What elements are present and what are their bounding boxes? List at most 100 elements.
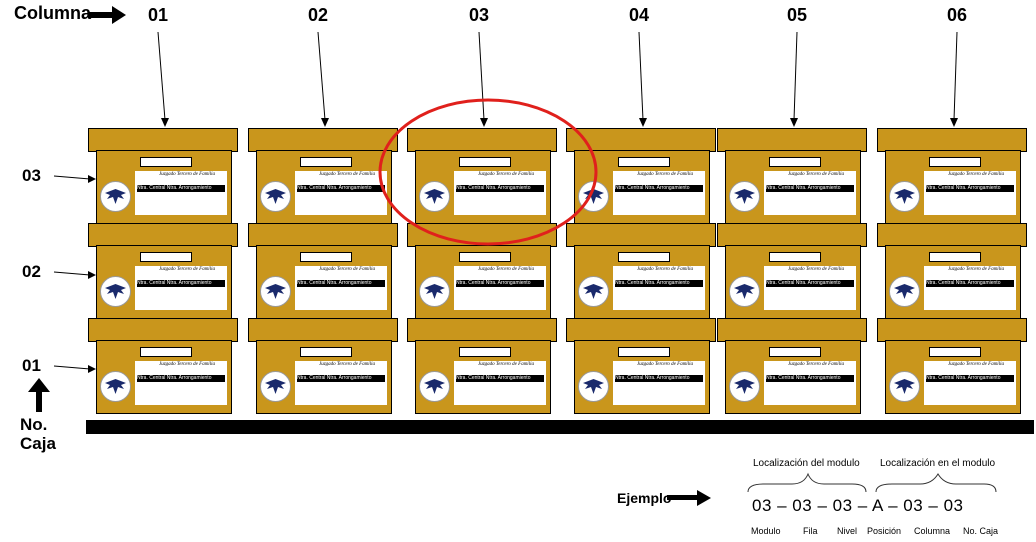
emblem-icon	[100, 181, 131, 212]
handle-slot	[769, 157, 821, 167]
code-part-label: Fila	[803, 526, 818, 536]
handle-slot	[300, 347, 352, 357]
box-lid	[407, 318, 557, 342]
handle-slot	[929, 347, 981, 357]
box-lid	[248, 223, 398, 247]
box-label-bar: Ntra. Central Ntra. Arrongamiento	[926, 185, 1014, 192]
column-arrowhead-05	[790, 118, 798, 127]
box-label-title: Juzgado Tercero de Familia	[478, 362, 534, 367]
column-arrowhead-02	[321, 118, 329, 127]
box-label-title: Juzgado Tercero de Familia	[159, 362, 215, 367]
column-pointer-01	[158, 32, 165, 120]
box-label-panel: Juzgado Tercero de FamiliaNtra. Central …	[135, 171, 227, 215]
box-lid	[566, 223, 716, 247]
group-module-label: Localización del modulo	[753, 458, 860, 469]
box-label-bar: Ntra. Central Ntra. Arrongamiento	[615, 375, 703, 382]
emblem-icon	[729, 181, 760, 212]
archive-box: Juzgado Tercero de FamiliaNtra. Central …	[877, 318, 1027, 416]
emblem-icon	[889, 371, 920, 402]
handle-slot	[618, 347, 670, 357]
ejemplo-label: Ejemplo	[617, 490, 671, 506]
emblem-icon	[578, 276, 609, 307]
box-lid	[88, 223, 238, 247]
box-label-bar: Ntra. Central Ntra. Arrongamiento	[615, 280, 703, 287]
archive-box: Juzgado Tercero de FamiliaNtra. Central …	[88, 223, 238, 321]
box-label-bar: Ntra. Central Ntra. Arrongamiento	[456, 375, 544, 382]
emblem-icon	[260, 371, 291, 402]
ejemplo-arrow-icon	[667, 490, 713, 506]
code-part-label: Columna	[914, 526, 950, 536]
box-label-panel: Juzgado Tercero de FamiliaNtra. Central …	[295, 171, 387, 215]
code-part-label: Posición	[867, 526, 901, 536]
level-pointer-03	[54, 176, 90, 179]
box-label-title: Juzgado Tercero de Familia	[159, 267, 215, 272]
archive-box: Juzgado Tercero de FamiliaNtra. Central …	[566, 223, 716, 321]
box-lid	[88, 128, 238, 152]
box-lid	[877, 128, 1027, 152]
box-label-title: Juzgado Tercero de Familia	[948, 362, 1004, 367]
emblem-icon	[578, 181, 609, 212]
emblem-icon	[260, 276, 291, 307]
box-body: Juzgado Tercero de FamiliaNtra. Central …	[256, 245, 392, 319]
box-body: Juzgado Tercero de FamiliaNtra. Central …	[574, 150, 710, 224]
level-pointer-02	[54, 272, 90, 275]
example-code: 03 – 03 – 03 – A – 03 – 03	[752, 496, 964, 516]
handle-slot	[459, 347, 511, 357]
box-lid	[717, 318, 867, 342]
archive-box: Juzgado Tercero de FamiliaNtra. Central …	[566, 128, 716, 226]
archive-box: Juzgado Tercero de FamiliaNtra. Central …	[717, 128, 867, 226]
code-part-label: Modulo	[751, 526, 781, 536]
box-lid	[88, 318, 238, 342]
handle-slot	[929, 252, 981, 262]
archive-box: Juzgado Tercero de FamiliaNtra. Central …	[717, 223, 867, 321]
box-lid	[248, 318, 398, 342]
handle-slot	[140, 157, 192, 167]
box-lid	[407, 223, 557, 247]
box-label-title: Juzgado Tercero de Familia	[788, 172, 844, 177]
emblem-icon	[419, 181, 450, 212]
handle-slot	[769, 347, 821, 357]
handle-slot	[929, 157, 981, 167]
box-label-title: Juzgado Tercero de Familia	[319, 172, 375, 177]
box-label-title: Juzgado Tercero de Familia	[637, 267, 693, 272]
level-pointer-01	[54, 366, 90, 369]
box-label-bar: Ntra. Central Ntra. Arrongamiento	[615, 185, 703, 192]
box-label-title: Juzgado Tercero de Familia	[159, 172, 215, 177]
emblem-icon	[578, 371, 609, 402]
handle-slot	[140, 347, 192, 357]
column-arrowhead-06	[950, 118, 958, 127]
box-label-bar: Ntra. Central Ntra. Arrongamiento	[766, 280, 854, 287]
box-label-bar: Ntra. Central Ntra. Arrongamiento	[297, 375, 385, 382]
box-body: Juzgado Tercero de FamiliaNtra. Central …	[96, 340, 232, 414]
emblem-icon	[729, 371, 760, 402]
emblem-icon	[419, 276, 450, 307]
archive-box: Juzgado Tercero de FamiliaNtra. Central …	[877, 128, 1027, 226]
box-label-panel: Juzgado Tercero de FamiliaNtra. Central …	[135, 266, 227, 310]
box-label-bar: Ntra. Central Ntra. Arrongamiento	[137, 185, 225, 192]
box-lid	[566, 318, 716, 342]
box-label-bar: Ntra. Central Ntra. Arrongamiento	[297, 185, 385, 192]
archive-box: Juzgado Tercero de FamiliaNtra. Central …	[248, 223, 398, 321]
up-arrow-icon	[28, 378, 50, 414]
box-lid	[877, 223, 1027, 247]
box-body: Juzgado Tercero de FamiliaNtra. Central …	[96, 150, 232, 224]
box-label-panel: Juzgado Tercero de FamiliaNtra. Central …	[924, 171, 1016, 215]
box-lid	[407, 128, 557, 152]
